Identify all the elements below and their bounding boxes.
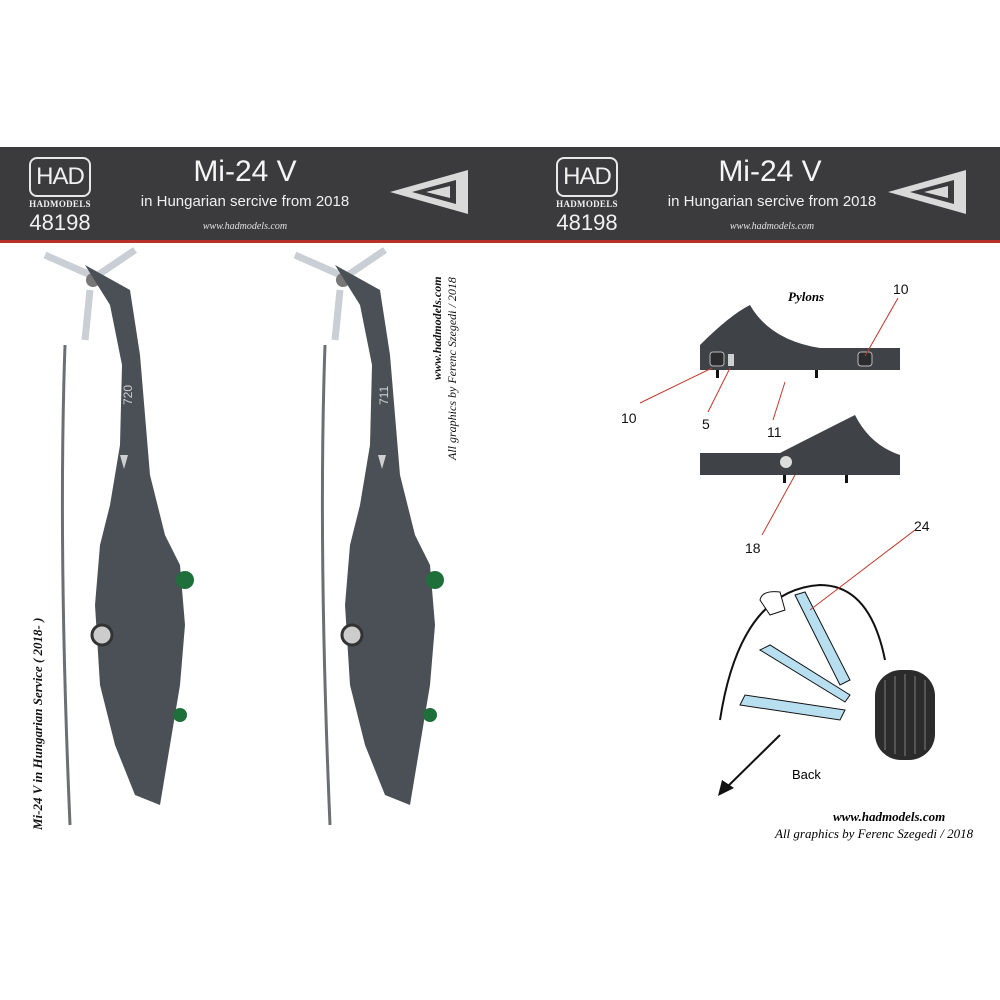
callout-10-right: 10 bbox=[893, 281, 909, 297]
serial-number: 720 bbox=[121, 385, 135, 405]
footer-website: www.hadmodels.com bbox=[833, 809, 946, 824]
back-arrow-icon bbox=[718, 734, 781, 796]
had-logo: HAD bbox=[29, 157, 91, 197]
had-logo: HAD bbox=[556, 157, 618, 197]
sheet-title: Mi-24 V bbox=[193, 155, 297, 188]
sheet-subtitle: in Hungarian sercive from 2018 bbox=[140, 193, 350, 210]
logo-subtitle: HADMODELS bbox=[556, 199, 618, 209]
logo-subtitle: HADMODELS bbox=[29, 199, 91, 209]
pylons-title: Pylons bbox=[788, 289, 825, 304]
sheet-subtitle: in Hungarian sercive from 2018 bbox=[667, 193, 877, 210]
catalog-number: 48198 bbox=[29, 210, 91, 235]
banner-left: HAD HADMODELS 48198 Mi-24 V in Hungarian… bbox=[0, 147, 500, 243]
serial-number: 711 bbox=[377, 386, 391, 405]
banner-right: HAD HADMODELS 48198 Mi-24 V in Hungarian… bbox=[500, 147, 1000, 243]
pylons-diagram bbox=[639, 297, 900, 536]
helicopter-profile-711: 711 bbox=[293, 247, 444, 826]
callout-24: 24 bbox=[914, 518, 930, 534]
callout-18: 18 bbox=[745, 540, 761, 556]
hungarian-triangle-icon bbox=[390, 170, 468, 214]
catalog-number: 48198 bbox=[556, 210, 618, 235]
tail-rotor-icon bbox=[293, 247, 387, 341]
helicopter-profile-720: 720 bbox=[43, 247, 194, 826]
callout-10-left: 10 bbox=[621, 410, 637, 426]
banner-website: www.hadmodels.com bbox=[202, 221, 288, 232]
banner-website: www.hadmodels.com bbox=[729, 221, 815, 232]
footer-credit: All graphics by Ferenc Szegedi / 2018 bbox=[775, 826, 974, 841]
sheet-title: Mi-24 V bbox=[718, 155, 822, 188]
callout-11: 11 bbox=[767, 424, 782, 440]
landing-gear-diagram bbox=[718, 530, 935, 796]
hungarian-triangle-icon bbox=[888, 170, 966, 214]
back-label: Back bbox=[792, 767, 821, 782]
callout-5: 5 bbox=[702, 416, 710, 432]
